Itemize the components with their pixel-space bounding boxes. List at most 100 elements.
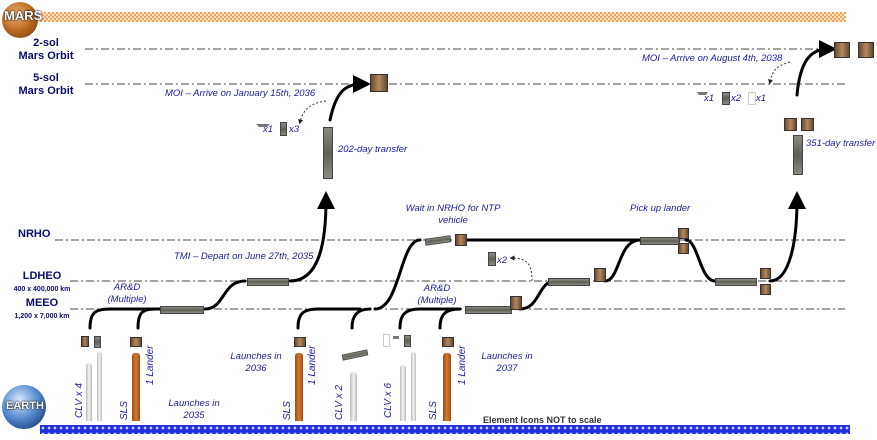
tmi-2035-note: TMI – Depart on June 27th, 2035: [174, 251, 314, 262]
transfer-351-note: 351-day transfer: [806, 138, 876, 149]
drop-arrow-nrho: [509, 255, 533, 282]
ard-note: AR&D (Multiple): [417, 283, 457, 306]
lander-icon: [678, 228, 689, 239]
ntp-stack-icon: [465, 306, 512, 314]
earth-label: EARTH: [6, 400, 44, 412]
clv-rocket-icon: [97, 352, 102, 421]
orbit-label-nrho: NRHO: [18, 228, 51, 240]
lander-icon: [442, 337, 454, 347]
orbit-label-2sol-line2: Mars Orbit: [18, 50, 74, 62]
launch-label: CLV x 4: [74, 382, 85, 418]
ntp-stack-icon: [715, 278, 757, 286]
launches-2037-note: Launches in 2037: [481, 351, 533, 374]
clv-rocket-icon: [86, 363, 92, 421]
launch-label: CLV x 6: [383, 382, 394, 418]
mars-vehicle-icon: [858, 42, 874, 58]
orbit-label-5sol: 5-sol Mars Orbit: [8, 72, 84, 98]
antenna-icon: [697, 92, 708, 105]
launches-2036-note: Launches in 2036: [230, 351, 282, 374]
scale-disclaimer: Element Icons NOT to scale: [483, 415, 602, 425]
trajectory-launch-2036-clv: [350, 307, 372, 330]
orbit-label-5sol-line1: 5-sol: [33, 72, 59, 84]
ntp-stack-icon: [548, 278, 590, 286]
trajectory-launch-2037-sls: [438, 307, 462, 330]
module-icon: [748, 92, 756, 105]
orbit-label-2sol-line1: 2-sol: [33, 37, 59, 49]
orbit-label-ldheo-line2: 400 x 400,000 km: [13, 286, 71, 293]
clv-rocket-icon: [411, 352, 416, 421]
launch-label: SLS: [282, 401, 293, 420]
lander-icon: [294, 337, 306, 347]
mars-vehicle-icon: [370, 74, 388, 92]
trajectory-launch-2035-clv: [88, 307, 162, 330]
earth-band: [40, 425, 850, 434]
transfer-stack-icon: [793, 135, 803, 175]
orbit-label-meeo-line2: 1,200 x 7,000 km: [14, 313, 70, 320]
count-label: x1: [704, 93, 715, 104]
lander-icon: [510, 296, 522, 310]
launch-label: CLV x 2: [334, 384, 345, 420]
trajectory-launch-2035-sls: [136, 307, 157, 330]
launch-label: SLS: [428, 401, 439, 420]
lander-icon: [594, 268, 606, 282]
launch-label: 1 Lander: [145, 345, 156, 385]
habitat-icon: [801, 118, 814, 131]
count-label: x1: [756, 93, 767, 104]
tank-icon: [722, 92, 730, 105]
orbit-label-meeo-line1: MEEO: [25, 297, 59, 309]
trajectory-meeo-to-nrho: [373, 238, 422, 311]
clv-rocket-icon: [400, 365, 406, 421]
lander-icon: [455, 234, 467, 246]
habitat-icon: [784, 118, 797, 131]
trajectory-moi-2038: [795, 40, 837, 97]
tank-icon: [280, 122, 287, 136]
antenna-icon: [393, 336, 399, 348]
ntp-stack-icon: [640, 237, 680, 245]
moi-2038-note: MOI – Arrive on August 4th, 2038: [642, 53, 783, 64]
trajectory-meeo-to-ldheo-1: [203, 279, 247, 311]
mars-band: [40, 12, 846, 22]
mars-vehicle-icon: [834, 42, 850, 58]
wait-nrho-note: Wait in NRHO for NTP vehicle: [405, 203, 501, 226]
mars-planet-icon: [2, 2, 38, 38]
sls-rocket-icon: [132, 353, 140, 421]
clv-rocket-icon: [350, 372, 357, 421]
sls-rocket-icon: [295, 353, 303, 421]
orbit-label-ldheo: LDHEO 400 x 400,000 km: [2, 270, 82, 296]
trajectory-tmi-2038: [768, 191, 806, 283]
transfer-stack-icon: [323, 127, 333, 179]
ntp-stack-icon: [160, 306, 204, 314]
lander-icon: [130, 337, 142, 347]
orbit-label-meeo: MEEO 1,200 x 7,000 km: [2, 297, 82, 323]
orbit-label-2sol: 2-sol Mars Orbit: [8, 37, 84, 63]
ntp-stack-icon: [247, 278, 289, 286]
count-label: x2: [731, 93, 742, 104]
moi-2036-note: MOI – Arrive on January 15th, 2036: [165, 88, 316, 99]
sls-rocket-icon: [443, 353, 451, 421]
trajectory-moi-2036: [328, 75, 371, 122]
tank-icon: [404, 335, 411, 347]
module-icon: [383, 334, 390, 347]
mars-label: MARS: [4, 8, 43, 23]
drop-arrow-2038: [768, 61, 791, 85]
lander-icon: [760, 284, 771, 295]
drop-arrow-2036: [298, 100, 327, 125]
trajectory-launch-2036-sls: [296, 307, 362, 330]
earth-planet-icon: [2, 385, 46, 429]
tank-icon: [488, 252, 496, 266]
tank-icon: [94, 336, 101, 348]
lander-icon: [760, 268, 771, 279]
antenna-icon: [81, 336, 89, 347]
trajectory-launch-2037-clv: [398, 307, 462, 330]
pickup-lander-note: Pick up lander: [630, 203, 691, 214]
ard-note: AR&D (Multiple): [107, 282, 147, 305]
count-label: x2: [497, 255, 508, 266]
launch-label: SLS: [119, 401, 130, 420]
trajectory-tmi-2035: [288, 191, 335, 283]
trajectory-nrho-to-ldheo: [684, 238, 717, 283]
antenna-icon: [256, 124, 270, 137]
orbit-label-5sol-line2: Mars Orbit: [18, 85, 74, 97]
trajectory-ldheo-to-nrho: [603, 238, 642, 283]
launches-2035-note: Launches in 2035: [168, 398, 220, 421]
